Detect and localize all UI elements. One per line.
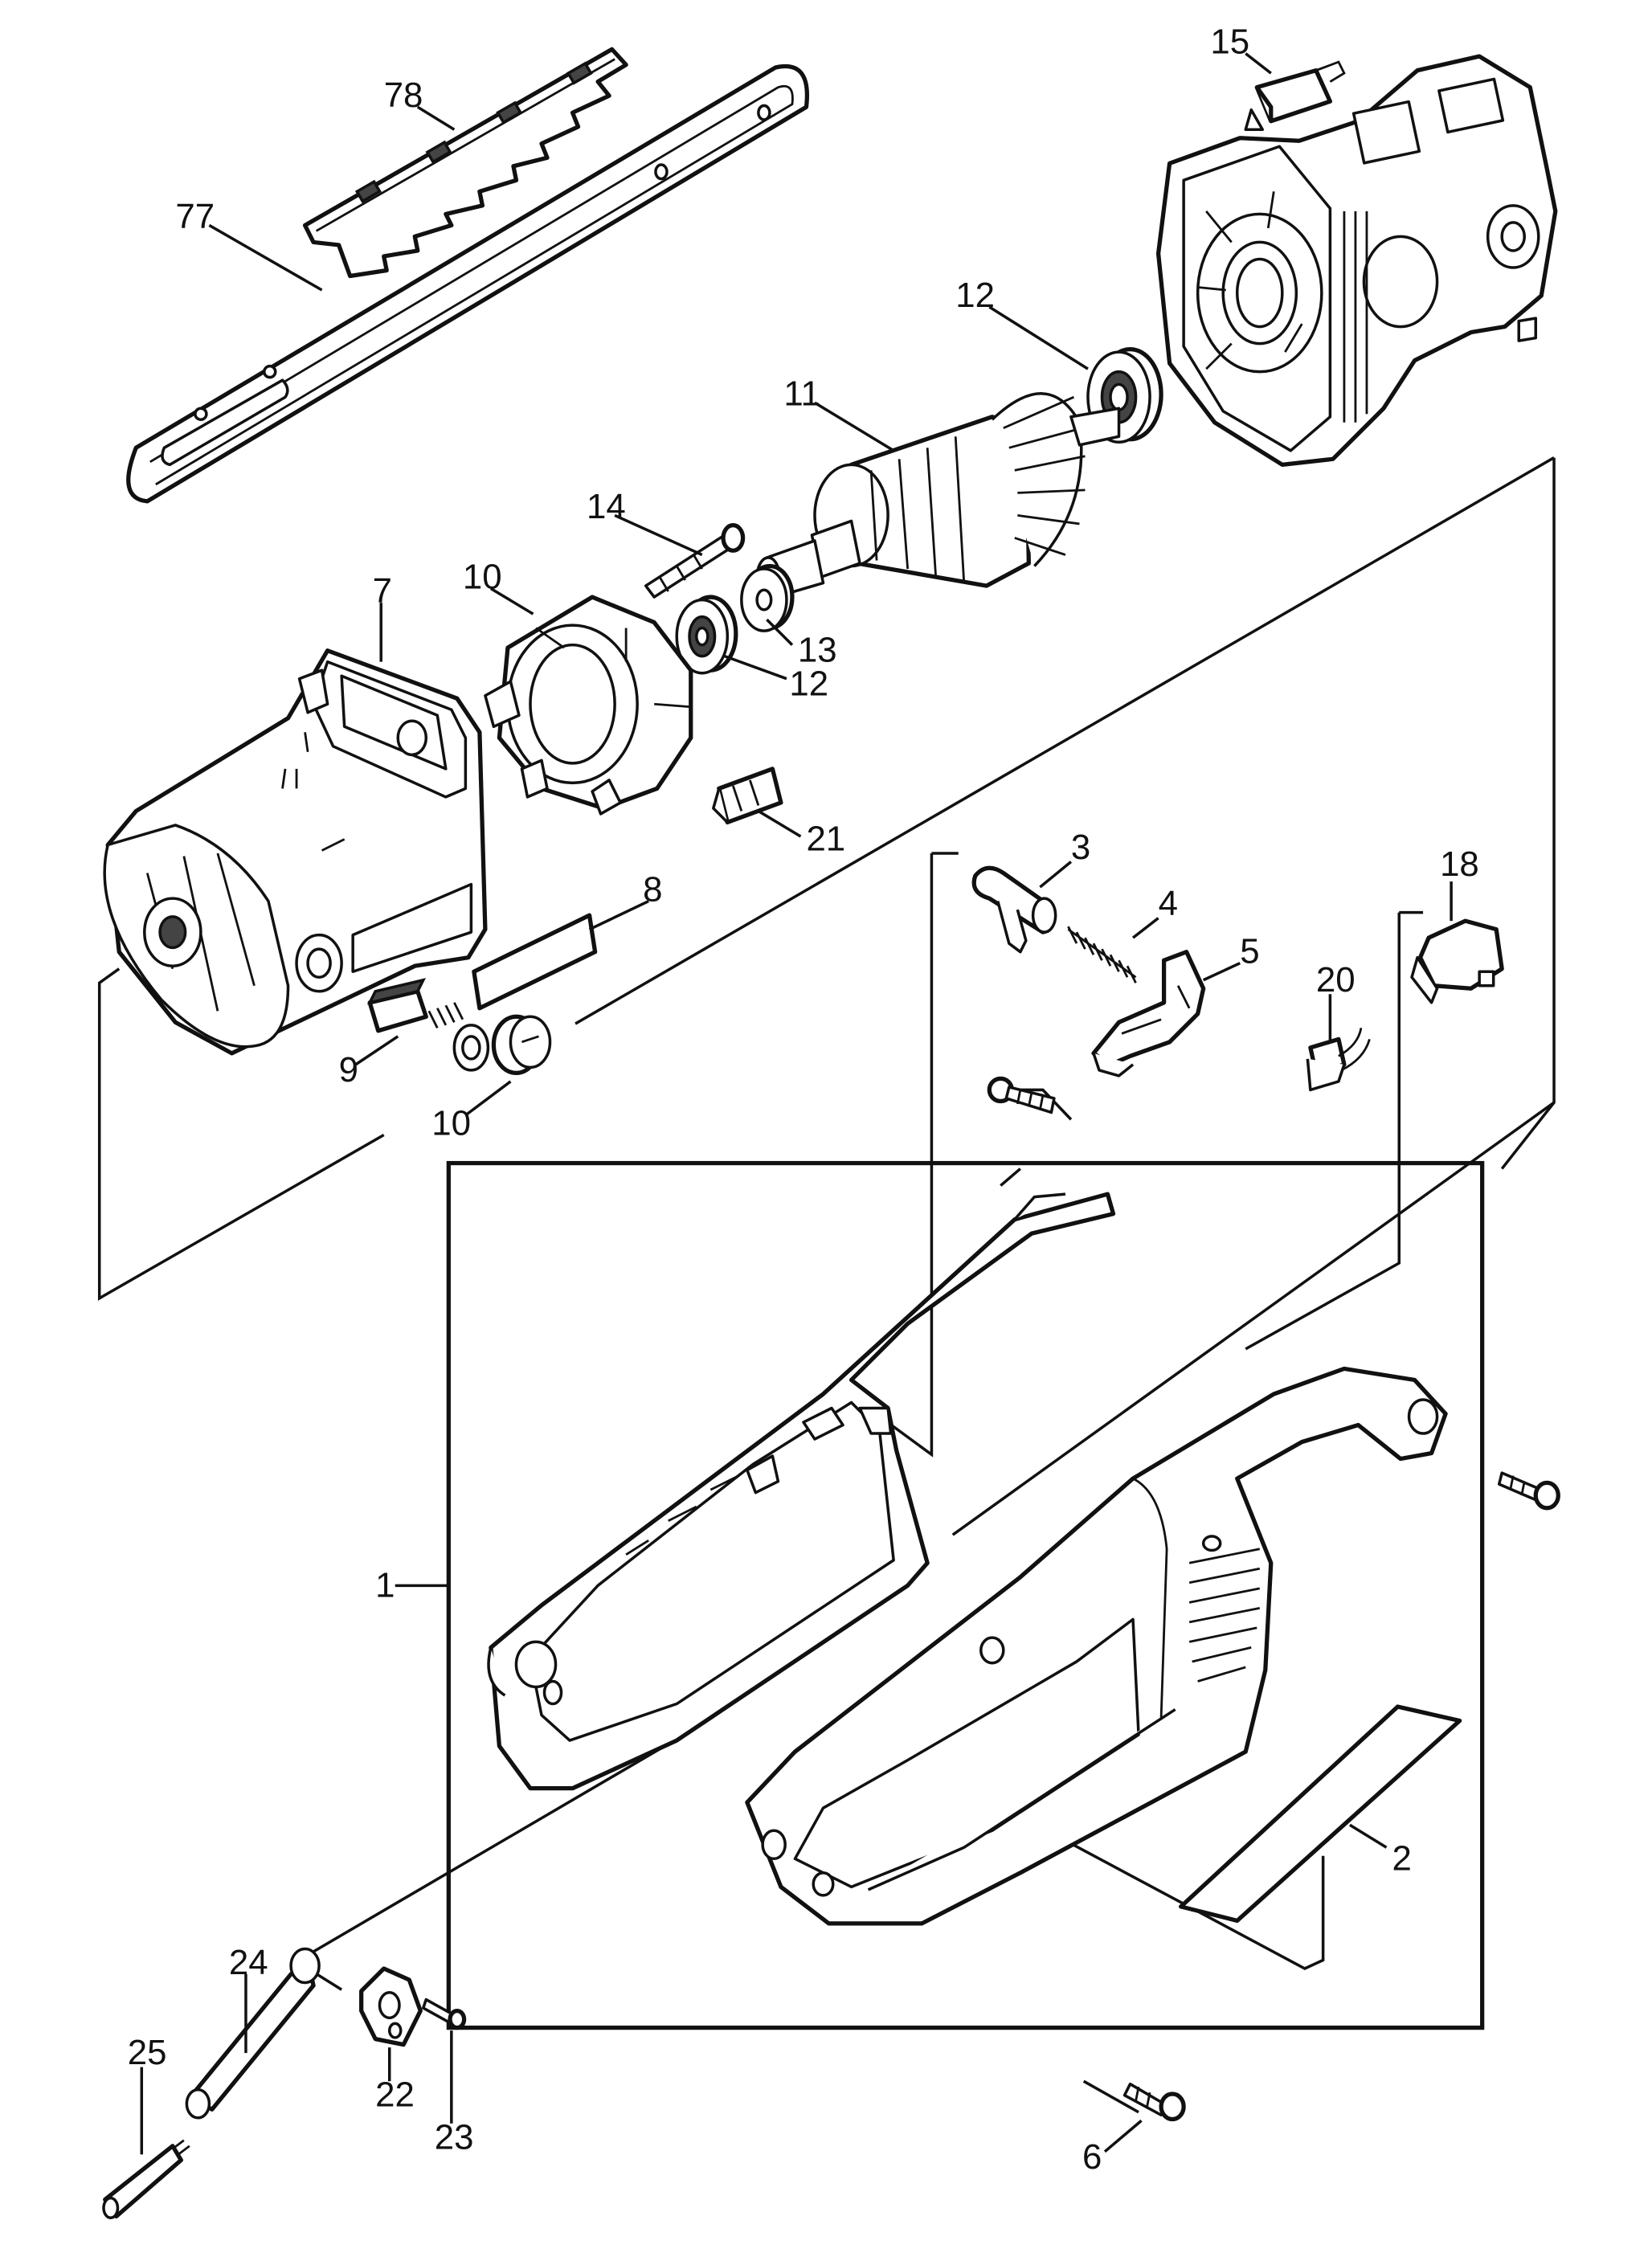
part-label-20: 20 (1316, 960, 1356, 1000)
leader-lines (140, 52, 1453, 2155)
part-label-24: 24 (229, 1943, 268, 1982)
gear-housing (1155, 54, 1558, 467)
part-label-19: 18 (1440, 844, 1479, 884)
part-label-14: 12 (789, 664, 828, 704)
part-label-7: 7 (373, 571, 392, 611)
handle-set (487, 1192, 1448, 1926)
part-label-12: 11 (783, 374, 820, 414)
strain-relief (359, 1966, 423, 2047)
micro-switch (1244, 60, 1346, 131)
guide-bar (126, 64, 809, 504)
compression-spring (1067, 926, 1137, 983)
motor-housing (103, 648, 488, 1056)
part-label-11: 10 (463, 558, 502, 597)
part-label-25: 25 (128, 2033, 167, 2072)
part-label-22: 22 (375, 2075, 415, 2115)
screw-right (1497, 1471, 1560, 1511)
part-label-15: 13 (798, 631, 837, 670)
field (484, 595, 693, 816)
saw-chain (302, 47, 628, 279)
noise-suppressor (1306, 1028, 1371, 1092)
switch (1410, 918, 1504, 1004)
part-label-18: 15 (1210, 22, 1249, 62)
flat-washer (740, 563, 795, 632)
power-supply-cord (102, 2139, 190, 2219)
part-label-4: 4 (1159, 884, 1178, 923)
part-label-9: 9 (339, 1050, 358, 1090)
part-label-2: 2 (1392, 1838, 1412, 1878)
part-label-8: 8 (643, 870, 662, 910)
part-label-23: 23 (435, 2117, 474, 2157)
tapping-screw (1122, 2082, 1186, 2122)
terminal-block (712, 767, 783, 825)
part-label-16: 14 (587, 487, 626, 526)
lock-off-button (971, 865, 1057, 954)
part-label-3: 3 (1071, 828, 1090, 867)
tapping-screw-small (422, 1997, 467, 2030)
part-label-5: 5 (1240, 932, 1259, 971)
screw-mid (987, 1076, 1056, 1114)
ball-bearing-small (675, 595, 738, 675)
part-label-10: 10 (431, 1104, 471, 1143)
part-label-13: 12 (955, 276, 995, 315)
switch-trigger (1091, 950, 1206, 1077)
part-label-1: 1 (375, 1565, 395, 1605)
assembly-frame (446, 1160, 1485, 2030)
carbon-brush (366, 978, 490, 1072)
brush-holder-cap (491, 1014, 552, 1076)
armature (755, 392, 1121, 599)
part-label-6: 6 (1082, 2137, 1102, 2177)
part-label-77: 77 (175, 197, 215, 236)
part-label-21: 21 (806, 820, 845, 859)
name-plate (472, 913, 598, 1011)
part-labels: 15 78 77 12 11 14 10 7 13 12 21 3 18 8 4… (128, 22, 1479, 2177)
part-label-78: 78 (384, 76, 423, 115)
cord-guard (185, 1947, 321, 2120)
label (1179, 1704, 1462, 1924)
